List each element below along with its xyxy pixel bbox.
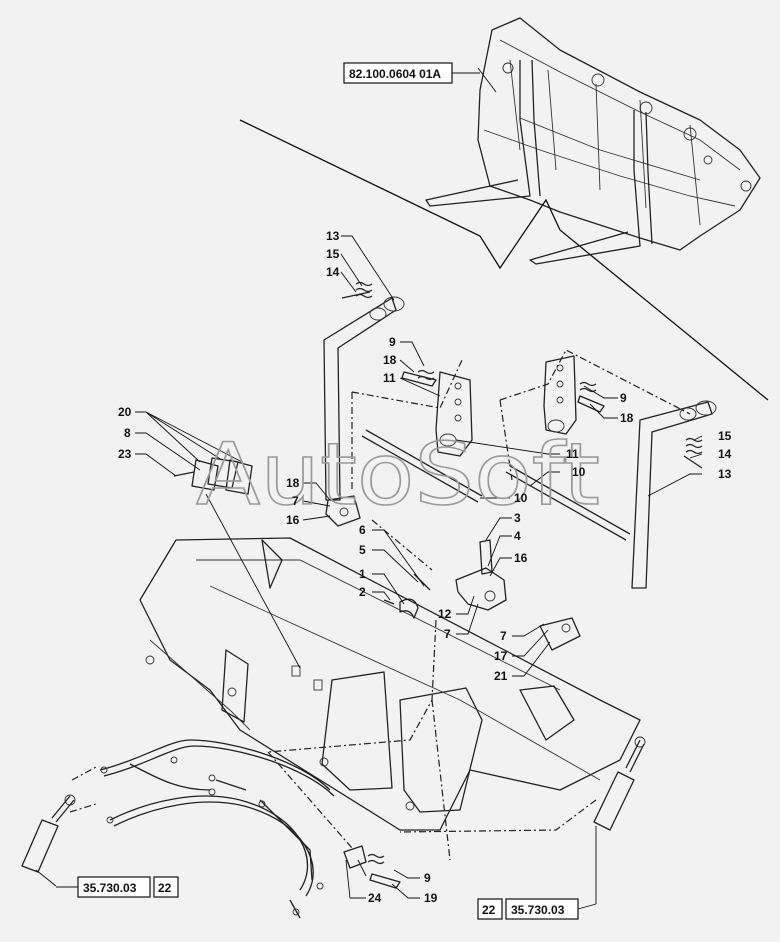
guide-right (499, 349, 691, 481)
callout-23: 24 (368, 891, 382, 905)
guide-center (267, 519, 451, 861)
callout-13: 13 (326, 229, 340, 243)
bottom-latch-group (343, 845, 401, 889)
callouts: 13 15 14 9 18 11 20 8 23 18 7 16 6 5 1 2… (118, 229, 732, 905)
callout-17: 18 (286, 476, 300, 490)
callout-10: 10 (514, 491, 528, 505)
main-bucket (139, 537, 641, 831)
guide-left (351, 359, 463, 490)
callout-11: 11 (566, 447, 579, 461)
left-ref-box: 35.730.03 22 (56, 876, 179, 898)
callout-7: 7 (500, 629, 507, 643)
guide-hoses (69, 765, 99, 813)
callout-20: 21 (494, 669, 508, 683)
right-ref: 35.730.03 (511, 903, 565, 917)
callout-16: 17 (494, 649, 508, 663)
pin-2 (383, 599, 395, 605)
pin-5-6 (413, 573, 431, 591)
callout-8: 8 (124, 426, 131, 440)
callout-9: 9 (620, 391, 627, 405)
callout-15: 15 (718, 429, 732, 443)
callout-2: 2 (359, 585, 366, 599)
spring-9-right (579, 381, 597, 393)
left-ref: 35.730.03 (83, 881, 137, 895)
callout-7: 7 (292, 494, 299, 508)
cylinder-left (21, 794, 76, 873)
right-page: 22 (482, 903, 496, 917)
bracket-center (455, 539, 507, 611)
callout-21: 23 (118, 447, 132, 461)
pin-left (341, 291, 371, 299)
title-ref: 82.100.0604 01A (349, 67, 441, 81)
spring-left (355, 281, 373, 299)
callout-13: 13 (718, 467, 732, 481)
callout-1: 1 (359, 567, 366, 581)
callout-18: 18 (620, 411, 634, 425)
arm-left (323, 296, 405, 501)
callout-19: 20 (118, 405, 132, 419)
pivot-block-left (325, 495, 361, 527)
leader-lines (35, 67, 703, 904)
fork-bucket-assembly (425, 17, 761, 265)
callout-10: 10 (572, 465, 586, 479)
callout-14: 14 (326, 265, 340, 279)
callout-11: 11 (383, 371, 396, 385)
callout-4: 4 (514, 529, 521, 543)
latch-20 (539, 617, 581, 651)
callout-18: 18 (383, 353, 397, 367)
spring-right (685, 437, 703, 455)
clip-18-left (401, 371, 437, 387)
hydraulic-hoses (99, 739, 335, 919)
latch-pads (173, 457, 253, 495)
callout-7: 7 (444, 627, 451, 641)
pin-right (683, 455, 703, 469)
callout-16: 16 (286, 513, 300, 527)
callout-3: 3 (514, 511, 521, 525)
callout-5: 5 (359, 543, 366, 557)
callout-12: 12 (438, 607, 452, 621)
callout-18: 19 (424, 891, 438, 905)
title-ref-box: 82.100.0604 01A (343, 62, 480, 84)
callout-15: 15 (326, 247, 340, 261)
guide-lower (267, 751, 597, 849)
right-ref-box: 22 35.730.03 (477, 898, 597, 920)
callout-14: 14 (718, 447, 732, 461)
hinge-bracket-right (543, 355, 577, 435)
callout-9: 9 (389, 335, 396, 349)
rod-right (505, 465, 631, 541)
left-page: 22 (158, 881, 172, 895)
rod-left (361, 429, 483, 503)
clip-18-right (577, 395, 605, 413)
callout-9: 9 (424, 871, 431, 885)
arm-right (631, 400, 717, 589)
section-cut-line (239, 119, 769, 401)
watermark: AutoSoft (196, 425, 600, 525)
callout-6: 6 (359, 523, 366, 537)
cylinder-right (593, 736, 646, 831)
callout-16: 16 (514, 551, 528, 565)
